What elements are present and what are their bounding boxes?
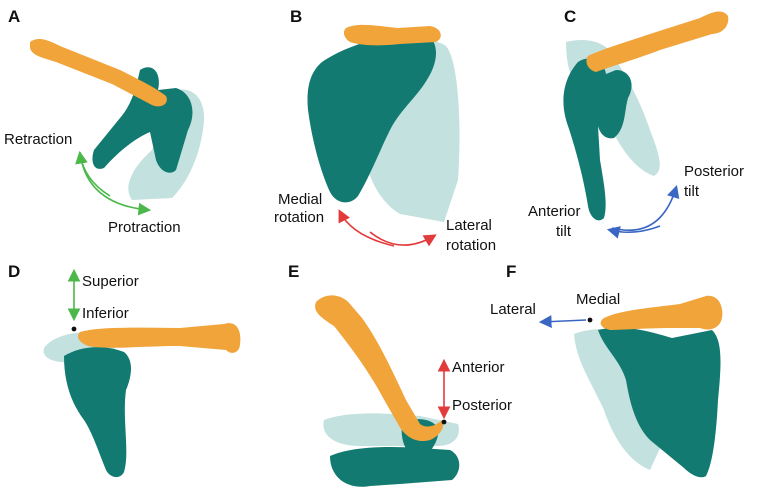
- motion-arrow: [369, 231, 437, 247]
- scapula-shape: [64, 347, 131, 478]
- panel-letter: B: [290, 7, 302, 26]
- panel-letter: A: [8, 7, 20, 26]
- motion-label: Posterior: [452, 397, 512, 414]
- motion-label: Medial: [576, 291, 620, 308]
- scapula-shape: [330, 446, 460, 487]
- motion-label: Superior: [82, 273, 139, 290]
- panel-letter: F: [506, 262, 516, 281]
- motion-label: Protraction: [108, 219, 181, 236]
- clavicle-shape: [30, 39, 167, 107]
- motion-label: rotation: [274, 209, 324, 226]
- clavicle-shape: [78, 323, 241, 353]
- reference-point: [71, 326, 77, 332]
- panel-d: D Superior Inferior: [8, 262, 241, 478]
- reference-point: [441, 419, 447, 425]
- clavicle-shape: [600, 295, 723, 330]
- motion-label: Anterior: [528, 203, 581, 220]
- panel-c: C Posterior tilt Anterior tilt: [528, 7, 744, 240]
- motion-arrow: [538, 315, 587, 328]
- panel-e: E Anterior Posterior: [288, 262, 512, 487]
- clavicle-shape: [586, 11, 729, 72]
- motion-arrow: [611, 184, 680, 232]
- motion-label: Lateral: [490, 301, 536, 318]
- motion-label: tilt: [556, 223, 572, 240]
- motion-label: tilt: [684, 183, 700, 200]
- motion-label: Medial: [278, 191, 322, 208]
- motion-label: Inferior: [82, 305, 129, 322]
- motion-arrow: [606, 225, 661, 239]
- motion-label: Retraction: [4, 131, 72, 148]
- clavicle-shape: [315, 295, 444, 442]
- clavicle-shape: [343, 24, 441, 46]
- scapula-shape: [598, 327, 721, 478]
- motion-arrow: [75, 150, 111, 197]
- panel-a: A Retraction Protraction: [4, 7, 205, 236]
- motion-arrow: [338, 209, 395, 247]
- scapula-shape: [563, 58, 632, 221]
- motion-label: rotation: [446, 237, 496, 254]
- panel-b: B Medial rotation Lateral rotation: [274, 7, 496, 254]
- motion-label: Anterior: [452, 359, 505, 376]
- reference-point: [587, 317, 593, 323]
- panel-letter: C: [564, 7, 576, 26]
- motion-label: Lateral: [446, 217, 492, 234]
- panel-letter: D: [8, 262, 20, 281]
- scapula-shape: [307, 33, 436, 203]
- panel-f: F Lateral Medial: [490, 262, 723, 478]
- motion-label: Posterior: [684, 163, 744, 180]
- scapula-shape: [92, 67, 193, 173]
- panel-letter: E: [288, 262, 299, 281]
